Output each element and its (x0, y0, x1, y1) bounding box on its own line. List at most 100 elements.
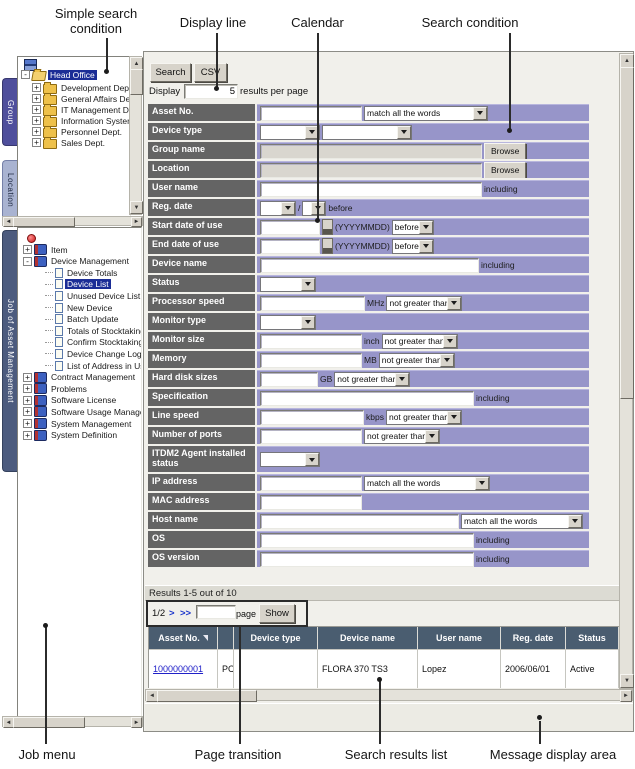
expander-plus-icon[interactable]: + (32, 83, 41, 92)
scroll-thumb[interactable] (157, 690, 257, 702)
tree-item-system-definition[interactable]: +System Definition (23, 429, 119, 441)
monitor-type-select[interactable] (260, 314, 316, 330)
tree-item-new-device[interactable]: New Device (45, 302, 114, 313)
itdm2-agent-installed-status-select[interactable] (260, 452, 320, 467)
expander-plus-icon[interactable]: + (23, 419, 32, 428)
ip-address-input[interactable] (260, 475, 362, 491)
dropdown-arrow-icon[interactable] (475, 476, 489, 490)
asset-no-select-2[interactable]: match all the words (364, 105, 488, 121)
end-date-of-use-input[interactable] (260, 238, 320, 254)
tree-item-software-license[interactable]: +Software License (23, 394, 118, 406)
tree-item-contract-management[interactable]: +Contract Management (23, 371, 137, 383)
tree-item-system-management[interactable]: +System Management (23, 418, 133, 429)
tree-item-totals-of-stocktaking-u[interactable]: Totals of Stocktaking-U (45, 325, 141, 336)
expander-plus-icon[interactable]: + (23, 384, 32, 394)
last-page-link[interactable]: >> (180, 608, 192, 619)
asset-no-input[interactable] (260, 105, 362, 121)
host-name-select-2[interactable]: match all the words (461, 513, 583, 529)
tree-item-device-totals[interactable]: Device Totals (45, 267, 119, 278)
scroll-right-icon[interactable]: ► (131, 717, 142, 728)
tree-item-information-system[interactable]: +Information System (32, 114, 130, 127)
dropdown-arrow-icon[interactable] (473, 106, 487, 120)
expander-plus-icon[interactable]: + (23, 395, 32, 405)
expander-plus-icon[interactable]: + (32, 94, 41, 103)
dropdown-arrow-icon[interactable] (446, 410, 461, 424)
group-tree-hscrollbar[interactable]: ◄ ► (2, 216, 143, 227)
dropdown-arrow-icon[interactable] (442, 334, 457, 348)
processor-speed-select-3[interactable]: not greater than (386, 295, 463, 311)
dropdown-arrow-icon[interactable] (439, 353, 454, 367)
location-input[interactable] (260, 162, 482, 178)
next-page-link[interactable]: > (169, 608, 175, 619)
mac-address-input[interactable] (260, 494, 362, 510)
ip-address-select-2[interactable]: match all the words (364, 475, 490, 491)
tree-item-unused-device-list[interactable]: Unused Device List (45, 290, 141, 301)
os-input[interactable] (260, 532, 474, 548)
expander-plus-icon[interactable]: + (23, 407, 32, 417)
memory-input[interactable] (260, 352, 362, 368)
monitor-size-select-3[interactable]: not greater than (381, 333, 458, 349)
expander-plus-icon[interactable]: + (32, 127, 41, 136)
device-name-input[interactable] (260, 257, 479, 273)
dropdown-arrow-icon[interactable] (305, 453, 319, 466)
start-date-of-use-select-4[interactable]: before (391, 219, 434, 235)
tab-location[interactable]: Location (2, 160, 18, 221)
dropdown-arrow-icon[interactable] (305, 125, 319, 139)
processor-speed-input[interactable] (260, 295, 365, 311)
tree-item-sales-dept[interactable]: +Sales Dept. (32, 136, 107, 149)
reg-date-select[interactable] (260, 200, 296, 216)
results-hscrollbar[interactable]: ◄ ► (145, 689, 633, 702)
hard-disk-sizes-select-3[interactable]: not greater than (334, 371, 411, 387)
expander-plus-icon[interactable]: + (23, 430, 32, 440)
tree-item-head-office[interactable]: -Head Office (21, 69, 97, 81)
scroll-thumb[interactable] (130, 69, 143, 95)
tree-item-device-management[interactable]: -Device Management (23, 255, 131, 267)
hard-disk-sizes-input[interactable] (260, 371, 318, 387)
column-header-device-type[interactable]: Device type (234, 627, 318, 649)
specification-input[interactable] (260, 390, 474, 406)
end-date-of-use-select-4[interactable]: before (391, 238, 434, 254)
location-browse-button[interactable]: Browse (484, 162, 527, 178)
column-header-reg-date[interactable]: Reg. date (501, 627, 566, 649)
sort-icon[interactable] (202, 635, 208, 641)
csv-button[interactable]: CSV (194, 63, 227, 82)
expander-plus-icon[interactable]: + (32, 105, 41, 114)
dropdown-arrow-icon[interactable] (447, 296, 462, 310)
tree-item-it-management-dep[interactable]: +IT Management Dep (32, 103, 130, 116)
asset-no-link[interactable]: 1000000001 (153, 664, 204, 674)
tree-item-list-of-address-in-use[interactable]: List of Address in Use (45, 360, 141, 371)
search-button[interactable]: Search (150, 63, 191, 82)
scroll-thumb[interactable] (13, 717, 85, 728)
expander-plus-icon[interactable]: + (32, 116, 41, 125)
number-of-ports-select-2[interactable]: not greater than (364, 428, 440, 444)
expander-plus-icon[interactable]: + (23, 245, 32, 254)
column-header-device-name[interactable]: Device name (318, 627, 418, 649)
line-speed-select-3[interactable]: not greater than (385, 409, 462, 425)
tree-item-development-dept[interactable]: +Development Dept. (32, 81, 130, 94)
show-button[interactable]: Show (259, 604, 295, 623)
host-name-input[interactable] (260, 513, 459, 529)
column-header-status[interactable]: Status (566, 627, 619, 649)
tree-item-batch-update[interactable]: Batch Update (45, 314, 121, 325)
group-tree-vscrollbar[interactable]: ▲ ▼ (129, 56, 143, 215)
memory-select-3[interactable]: not greater than (378, 352, 455, 368)
device-type-select[interactable] (260, 124, 320, 140)
line-speed-input[interactable] (260, 409, 364, 425)
column-header-asset-no[interactable]: Asset No. (149, 627, 218, 649)
column-header-blank[interactable] (218, 627, 234, 649)
reg-date-select-3[interactable] (302, 200, 327, 216)
os-version-input[interactable] (260, 551, 474, 567)
device-type-select-2[interactable] (322, 124, 412, 140)
start-date-of-use-calendar-button[interactable] (322, 219, 333, 235)
number-of-ports-input[interactable] (260, 428, 362, 444)
group-name-input[interactable] (260, 143, 482, 159)
dropdown-arrow-icon[interactable] (397, 125, 411, 139)
dropdown-arrow-icon[interactable] (418, 239, 433, 253)
scroll-down-icon[interactable]: ▼ (130, 201, 143, 214)
dropdown-arrow-icon[interactable] (425, 429, 439, 443)
dropdown-arrow-icon[interactable] (568, 514, 582, 528)
scroll-thumb[interactable] (620, 67, 634, 399)
tab-group[interactable]: Group (2, 78, 18, 146)
scroll-up-icon[interactable]: ▲ (620, 54, 634, 68)
